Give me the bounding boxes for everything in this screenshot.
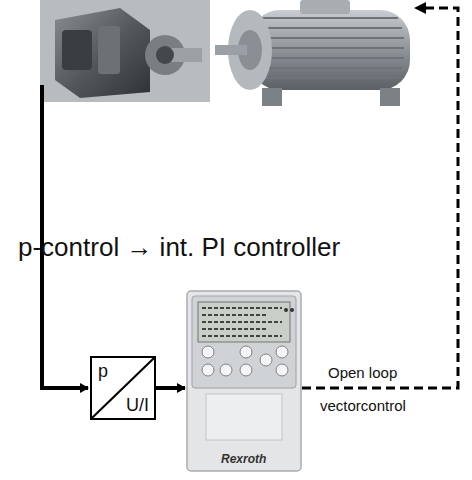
drive-housing (187, 291, 301, 471)
line-label: vectorcontrol (318, 397, 408, 414)
signal-arrow (156, 386, 185, 390)
line-label: Open loop (326, 364, 399, 381)
quantity-label: p (98, 362, 108, 380)
drive-button (276, 364, 288, 376)
control-arrowhead (414, 2, 426, 14)
drive-button (202, 364, 214, 376)
pump-picture (40, 0, 210, 102)
transducer-box: pU/I (90, 356, 156, 420)
brand-label: Rexroth (221, 452, 266, 466)
status-led (290, 308, 294, 312)
status-led (284, 308, 288, 312)
control-line (302, 8, 458, 388)
drive-button (276, 346, 288, 358)
display-line (202, 307, 282, 309)
display-line (202, 321, 282, 323)
display-line (202, 314, 266, 316)
display-line (202, 328, 266, 330)
drive-button (240, 364, 252, 376)
drive-button (240, 346, 252, 358)
drive-unit: Rexroth (186, 290, 302, 472)
signal-label: U/I (126, 396, 149, 414)
drive-button (220, 364, 232, 376)
drive-picture (186, 290, 302, 472)
drive-button (202, 346, 214, 358)
drive-panel (192, 296, 296, 388)
diagonal-line (92, 358, 154, 418)
drive-display (198, 302, 290, 342)
heading-label: p-control → int. PI controller (18, 232, 340, 263)
motor-picture (215, 0, 410, 106)
drive-button (260, 354, 272, 366)
display-line (202, 335, 282, 337)
drive-front (206, 394, 282, 440)
